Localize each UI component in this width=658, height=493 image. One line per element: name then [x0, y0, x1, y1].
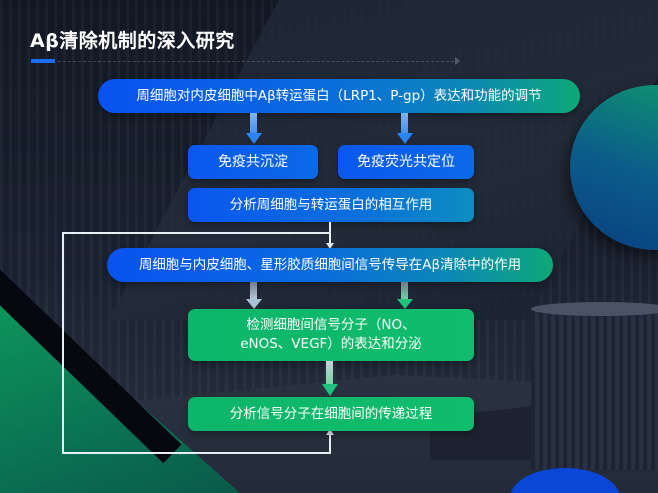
node-transporter-regulation: 周细胞对内皮细胞中Aβ转运蛋白（LRP1、P-gp）表达和功能的调节 [98, 79, 580, 113]
node-label: 周细胞与内皮细胞、星形胶质细胞间信号传导在Aβ清除中的作用 [138, 256, 522, 273]
divider-arrow-icon [455, 57, 460, 65]
node-label: 周细胞对内皮细胞中Aβ转运蛋白（LRP1、P-gp）表达和功能的调节 [136, 87, 542, 104]
connector-line [329, 222, 331, 244]
node-co-ip: 免疫共沉淀 [188, 145, 318, 179]
arrow-down-icon [246, 282, 262, 310]
page-title: Aβ清除机制的深入研究 [30, 30, 235, 52]
node-label: 免疫共沉淀 [218, 153, 288, 170]
node-label: 免疫荧光共定位 [357, 153, 455, 170]
title-divider [58, 61, 454, 62]
node-immunofluorescence: 免疫荧光共定位 [338, 145, 474, 179]
loop-line-top [62, 232, 330, 234]
loop-line-bottom [62, 452, 331, 454]
title-accent-bar [31, 59, 55, 63]
arrow-up-icon [326, 429, 334, 435]
node-label: 分析周细胞与转运蛋白的相互作用 [229, 196, 433, 213]
node-signal-transduction: 周细胞与内皮细胞、星形胶质细胞间信号传导在Aβ清除中的作用 [107, 248, 553, 282]
loop-line-left [62, 232, 64, 454]
arrow-down-icon [326, 243, 334, 249]
node-label-line1: 检测细胞间信号分子（NO、 [246, 317, 416, 333]
arrow-down-icon [397, 282, 413, 310]
node-label: 分析信号分子在细胞间的传递过程 [229, 405, 433, 422]
arrow-down-icon [397, 113, 413, 146]
loop-line-up [329, 434, 331, 454]
background-cylinder-top [531, 302, 658, 316]
node-label-line2: eNOS、VEGF）的表达和分泌 [240, 336, 422, 352]
arrow-down-icon [246, 113, 262, 146]
arrow-down-icon [322, 361, 338, 397]
node-interaction-analysis: 分析周细胞与转运蛋白的相互作用 [188, 188, 474, 222]
node-signal-molecules-detection: 检测细胞间信号分子（NO、 eNOS、VEGF）的表达和分泌 [188, 309, 474, 361]
background-cylinder [531, 305, 658, 470]
node-signal-transfer-analysis: 分析信号分子在细胞间的传递过程 [188, 397, 474, 431]
